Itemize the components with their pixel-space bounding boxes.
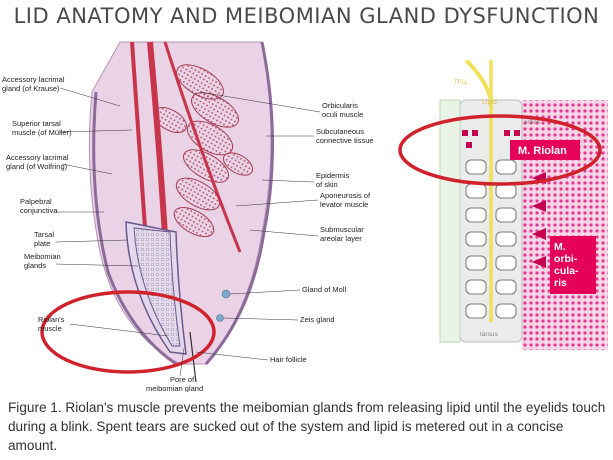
figure-caption: Figure 1. Riolan's muscle prevents the m… [8, 400, 606, 453]
muller-muscle [130, 41, 148, 243]
label-tfll: TFLL [454, 80, 469, 86]
conjunctiva-strip [439, 99, 461, 343]
aponeurosis [163, 41, 242, 253]
levator-muscle [147, 41, 169, 253]
label-m-orbicularis: M. orbi- cula- ris [554, 241, 581, 289]
label-orifice: orifice [524, 120, 541, 126]
orbicularis-bundles [153, 64, 254, 238]
riolan-schematic-diagram: M. Riolan M. orbi- cula- ris TFLL Lipid … [398, 60, 608, 350]
zeis-gland [216, 314, 224, 322]
orbicularis-label-box [550, 236, 596, 294]
gland-of-moll [221, 289, 231, 299]
meibomian-gland [133, 227, 181, 347]
palpebral-conjunctiva [92, 91, 177, 366]
highlight-ring-riolan-right [398, 114, 602, 186]
label-zeis-gland: Zeis gland [300, 315, 335, 324]
label-gland-of-moll: Gland of Moll [302, 285, 347, 294]
label-tarsus: tarsus [480, 331, 498, 338]
label-lipid: Lipid [482, 99, 497, 106]
lipid-flow [464, 60, 493, 101]
gland-acini [465, 159, 517, 319]
skin-edge [204, 41, 274, 365]
highlight-ring-riolan [40, 290, 216, 374]
figure-title: LID ANATOMY AND MEIBOMIAN GLAND DYSFUNCT… [13, 4, 600, 28]
label-m-riolan: M. Riolan [518, 145, 567, 157]
riolan-box [510, 140, 580, 160]
compression-arrows [532, 172, 546, 268]
label-hair-follicle: Hair follicle [270, 355, 307, 364]
